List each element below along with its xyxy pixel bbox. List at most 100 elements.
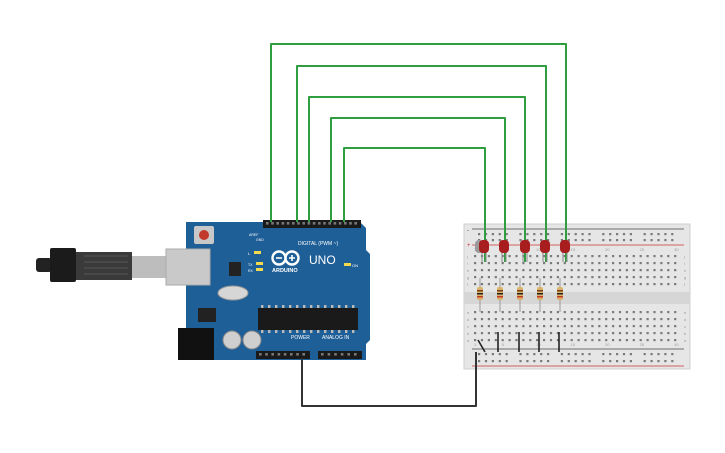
jumper-1[interactable] bbox=[477, 339, 486, 353]
breadboard-hole[interactable] bbox=[618, 318, 622, 321]
rail-hole[interactable] bbox=[643, 353, 646, 356]
analog-pin[interactable] bbox=[340, 353, 344, 356]
breadboard-hole[interactable] bbox=[577, 283, 580, 286]
breadboard-hole[interactable] bbox=[605, 283, 608, 286]
breadboard-hole[interactable] bbox=[639, 262, 642, 265]
breadboard-hole[interactable] bbox=[674, 262, 677, 265]
rail-hole[interactable] bbox=[643, 360, 646, 363]
breadboard-hole[interactable] bbox=[487, 283, 490, 286]
breadboard-hole[interactable] bbox=[598, 269, 601, 272]
breadboard-hole[interactable] bbox=[653, 325, 656, 328]
rail-hole[interactable] bbox=[664, 353, 667, 356]
digital-pin[interactable] bbox=[307, 222, 311, 225]
breadboard-hole[interactable] bbox=[605, 332, 608, 335]
breadboard-hole[interactable] bbox=[618, 269, 622, 272]
breadboard-hole[interactable] bbox=[612, 283, 615, 286]
breadboard-hole[interactable] bbox=[660, 255, 663, 258]
breadboard-hole[interactable] bbox=[549, 255, 553, 258]
rail-hole[interactable] bbox=[602, 353, 605, 356]
wire-pin-11[interactable] bbox=[296, 65, 547, 262]
breadboard-hole[interactable] bbox=[612, 318, 615, 321]
breadboard-hole[interactable] bbox=[543, 325, 546, 328]
breadboard-hole[interactable] bbox=[625, 325, 628, 328]
rail-hole[interactable] bbox=[547, 353, 550, 356]
breadboard-hole[interactable] bbox=[591, 255, 594, 258]
digital-pin[interactable] bbox=[323, 222, 326, 225]
breadboard-hole[interactable] bbox=[632, 276, 635, 279]
digital-pin[interactable] bbox=[281, 222, 285, 225]
rail-hole[interactable] bbox=[657, 353, 660, 356]
breadboard-hole[interactable] bbox=[605, 318, 608, 321]
breadboard-hole[interactable] bbox=[543, 262, 546, 265]
breadboard-hole[interactable] bbox=[543, 269, 546, 272]
rail-hole[interactable] bbox=[498, 360, 501, 363]
breadboard-hole[interactable] bbox=[570, 318, 573, 321]
breadboard-hole[interactable] bbox=[508, 255, 511, 258]
breadboard-hole[interactable] bbox=[508, 283, 511, 286]
breadboard-hole[interactable] bbox=[591, 311, 594, 314]
breadboard-hole[interactable] bbox=[653, 318, 656, 321]
breadboard-hole[interactable] bbox=[556, 269, 559, 272]
breadboard-hole[interactable] bbox=[563, 325, 566, 328]
digital-pin[interactable] bbox=[286, 222, 290, 225]
breadboard-hole[interactable] bbox=[522, 339, 525, 342]
breadboard-hole[interactable] bbox=[646, 318, 649, 321]
breadboard-hole[interactable] bbox=[543, 283, 546, 286]
arduino-uno-board[interactable]: DIGITAL (PWM ~) AREF GND L TX RX ON ARDU… bbox=[165, 220, 370, 360]
breadboard-hole[interactable] bbox=[591, 325, 594, 328]
breadboard-hole[interactable] bbox=[632, 283, 635, 286]
breadboard-hole[interactable] bbox=[598, 332, 601, 335]
breadboard-hole[interactable] bbox=[598, 318, 601, 321]
breadboard-hole[interactable] bbox=[632, 325, 635, 328]
breadboard-hole[interactable] bbox=[639, 325, 642, 328]
breadboard-hole[interactable] bbox=[653, 283, 656, 286]
digital-pin[interactable] bbox=[266, 222, 269, 225]
breadboard-hole[interactable] bbox=[494, 332, 497, 335]
digital-pin[interactable] bbox=[312, 222, 316, 225]
rail-hole[interactable] bbox=[491, 360, 494, 363]
rail-hole[interactable] bbox=[574, 239, 577, 242]
breadboard-hole[interactable] bbox=[563, 318, 566, 321]
breadboard-jumpers[interactable] bbox=[477, 332, 560, 353]
breadboard-hole[interactable] bbox=[474, 255, 477, 258]
reset-button[interactable] bbox=[199, 230, 209, 240]
rail-hole[interactable] bbox=[533, 353, 536, 356]
power-pin[interactable] bbox=[259, 353, 262, 356]
breadboard-holes[interactable] bbox=[474, 233, 677, 363]
rail-hole[interactable] bbox=[533, 239, 536, 242]
power-pin[interactable] bbox=[302, 353, 305, 356]
breadboard-hole[interactable] bbox=[570, 255, 573, 258]
breadboard-hole[interactable] bbox=[674, 325, 677, 328]
breadboard-hole[interactable] bbox=[474, 318, 477, 321]
breadboard-hole[interactable] bbox=[632, 332, 635, 335]
breadboard-hole[interactable] bbox=[556, 276, 559, 279]
rail-hole[interactable] bbox=[519, 239, 522, 242]
rail-hole[interactable] bbox=[671, 353, 674, 356]
rail-hole[interactable] bbox=[581, 353, 584, 356]
digital-pin[interactable] bbox=[333, 222, 337, 225]
breadboard-hole[interactable] bbox=[501, 318, 504, 321]
breadboard-hole[interactable] bbox=[508, 339, 511, 342]
rail-hole[interactable] bbox=[478, 360, 481, 363]
rail-hole[interactable] bbox=[664, 360, 667, 363]
breadboard-hole[interactable] bbox=[653, 276, 656, 279]
breadboard-hole[interactable] bbox=[522, 262, 525, 265]
breadboard-hole[interactable] bbox=[570, 325, 573, 328]
breadboard-hole[interactable] bbox=[605, 339, 608, 342]
rail-hole[interactable] bbox=[643, 239, 646, 242]
rail-hole[interactable] bbox=[609, 360, 612, 363]
breadboard-hole[interactable] bbox=[563, 311, 566, 314]
breadboard-hole[interactable] bbox=[667, 332, 670, 335]
breadboard-hole[interactable] bbox=[529, 276, 532, 279]
breadboard-hole[interactable] bbox=[543, 276, 546, 279]
resistor[interactable] bbox=[477, 278, 483, 312]
breadboard-hole[interactable] bbox=[508, 311, 511, 314]
breadboard-hole[interactable] bbox=[598, 339, 601, 342]
breadboard-hole[interactable] bbox=[494, 269, 497, 272]
breadboard-hole[interactable] bbox=[625, 332, 628, 335]
breadboard-hole[interactable] bbox=[653, 311, 656, 314]
rail-hole[interactable] bbox=[622, 360, 626, 363]
breadboard-hole[interactable] bbox=[625, 339, 628, 342]
breadboard-hole[interactable] bbox=[508, 262, 511, 265]
rail-hole[interactable] bbox=[622, 233, 626, 236]
